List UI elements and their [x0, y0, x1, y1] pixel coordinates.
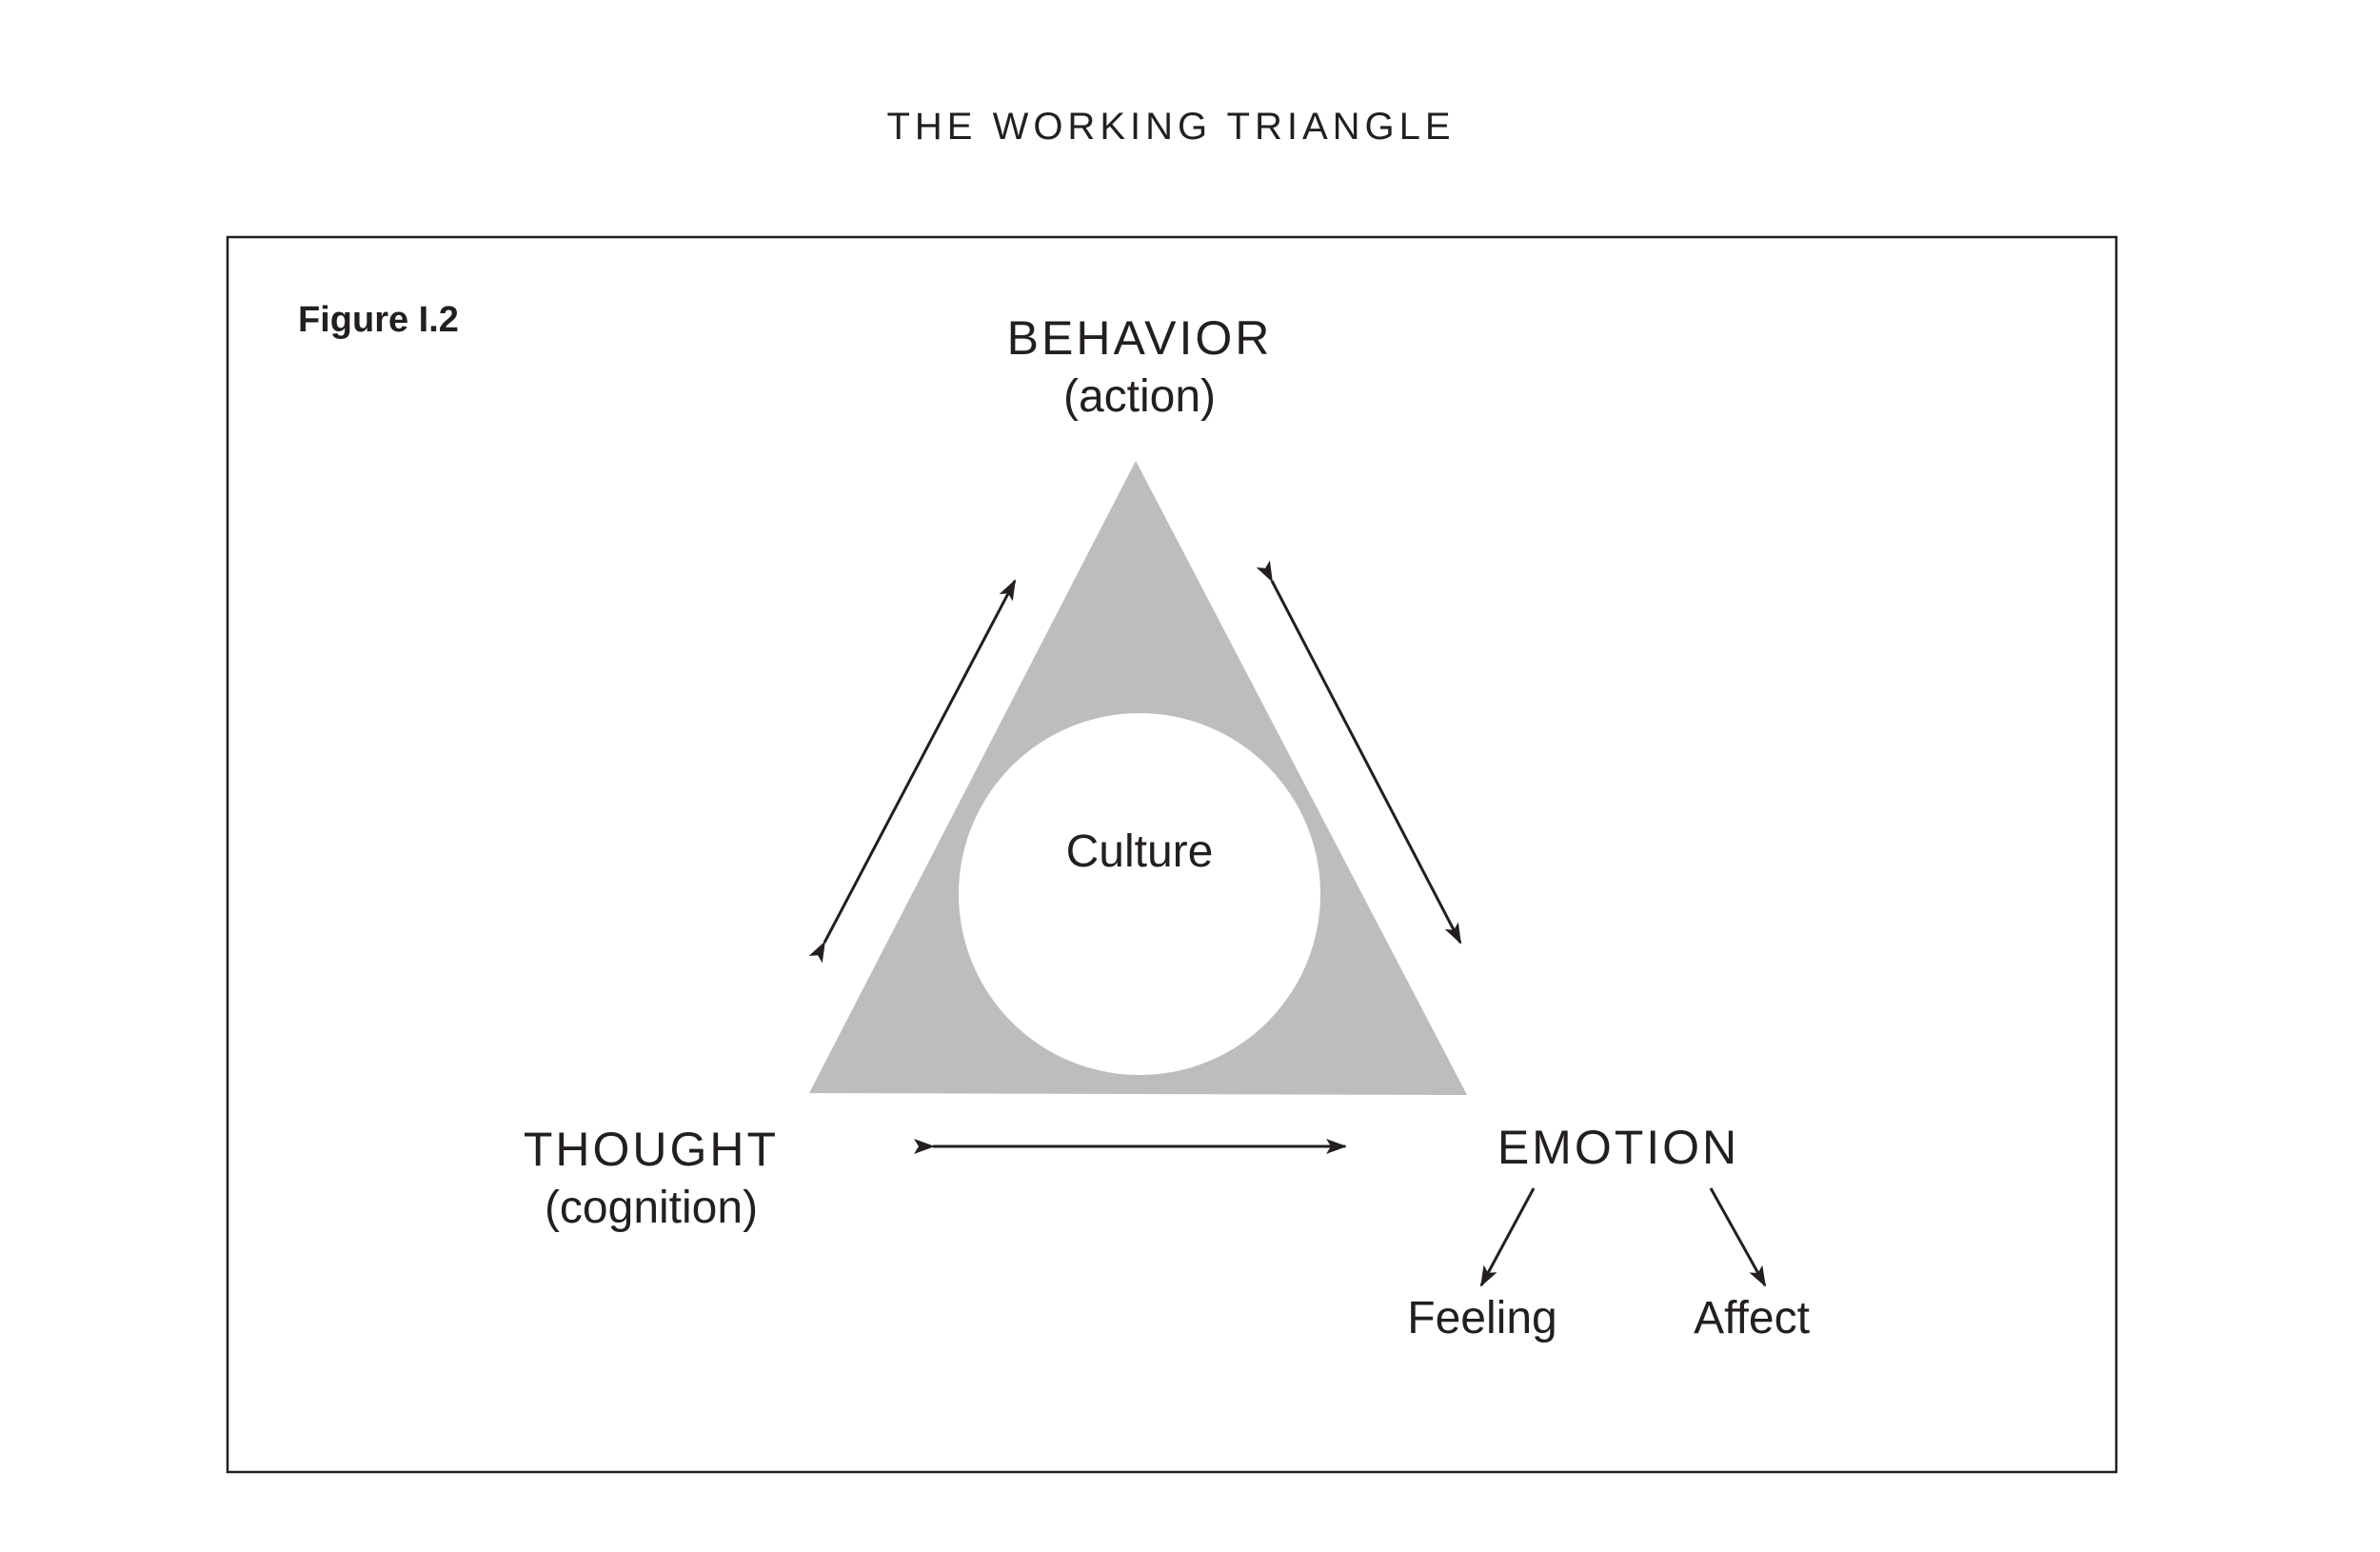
feeling-label: Feeling — [1407, 1293, 1557, 1343]
behavior-sublabel: (action) — [1063, 371, 1216, 422]
figure-frame — [226, 235, 2118, 1474]
arrow-thought-behavior — [808, 579, 1017, 964]
thought-sublabel: (cognition) — [545, 1183, 758, 1233]
arrow-behavior-emotion — [1256, 560, 1462, 945]
figure-label: Figure I.2 — [298, 300, 459, 340]
arrow-emotion-affect — [1709, 1187, 1767, 1287]
thought-label: THOUGHT — [524, 1123, 779, 1176]
culture-label: Culture — [1066, 826, 1214, 877]
emotion-label: EMOTION — [1497, 1121, 1739, 1174]
affect-label: Affect — [1694, 1293, 1810, 1343]
arrow-emotion-feeling — [1479, 1187, 1536, 1287]
page-title: THE WORKING TRIANGLE — [886, 106, 1455, 148]
behavior-label: BEHAVIOR — [1007, 311, 1273, 365]
culture-circle — [959, 713, 1320, 1075]
